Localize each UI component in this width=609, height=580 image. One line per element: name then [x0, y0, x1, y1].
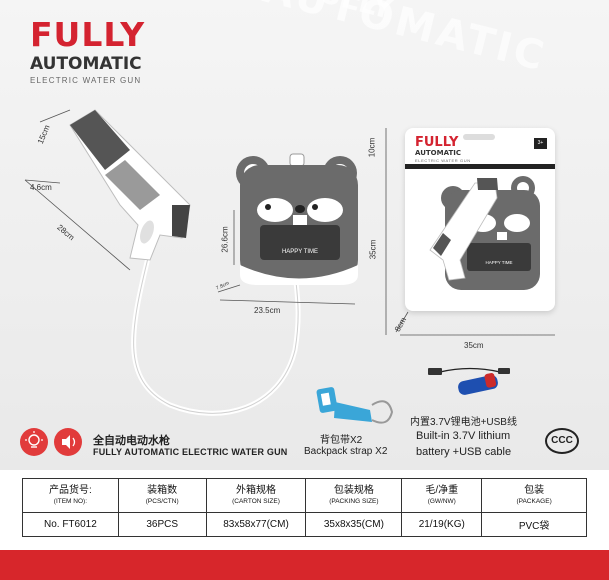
- package-subtitle: AUTOMATIC: [415, 149, 461, 157]
- spec-table: 产品货号:(ITEM NO): 装箱数(PCS/CTN) 外箱规格(CARTON…: [22, 478, 587, 537]
- table-header-cell: 产品货号:(ITEM NO):: [22, 478, 119, 513]
- product-name-cn: 全自动电动水枪: [93, 435, 170, 447]
- light-feature-icon: [20, 428, 48, 456]
- table-header-row: 产品货号:(ITEM NO): 装箱数(PCS/CTN) 外箱规格(CARTON…: [22, 478, 587, 513]
- table-header-cell: 包装规格(PACKING SIZE): [305, 478, 403, 513]
- pcs-ctn-cell: 36PCS: [117, 512, 207, 537]
- battery-label-en-2: battery +USB cable: [416, 446, 512, 458]
- item-no-cell: No. FT6012: [22, 512, 119, 537]
- product-name-en: FULLY AUTOMATIC ELECTRIC WATER GUN: [93, 447, 288, 457]
- water-hose-outline: [133, 249, 299, 414]
- battery-label-cn: 内置3.7V锂电池+USB线: [410, 417, 517, 428]
- product-illustration: HAPPY TIME: [24, 109, 555, 424]
- dim-line-gun-height: [39, 109, 71, 123]
- retail-package: FULLY AUTOMATIC ELECTRIC WATER GUN 3+ HA…: [405, 128, 555, 311]
- dim-line-backpack-depth: [217, 284, 241, 293]
- dim-line-gun-width: [24, 179, 61, 184]
- table-header-cell: 装箱数(PCS/CTN): [117, 478, 207, 513]
- carton-size-cell: 83x58x77(CM): [205, 512, 307, 537]
- water-gun: [69, 109, 191, 261]
- sound-feature-icon: [54, 428, 82, 456]
- package-contents: HAPPY TIME: [429, 176, 540, 290]
- battery-label-en-1: Built-in 3.7V lithium: [416, 430, 511, 442]
- table-header-cell: 外箱规格(CARTON SIZE): [205, 478, 307, 513]
- dim-line-gun-length: [24, 179, 131, 271]
- bottom-red-bar: [0, 550, 609, 580]
- package-label: HAPPY TIME: [485, 260, 512, 265]
- dim-backpack-width: 23.5cm: [254, 306, 281, 315]
- table-header-cell: 毛/净重(GW/NW): [401, 478, 483, 513]
- brand-logo: FULLY AUTOMATIC ELECTRIC WATER GUN: [30, 15, 146, 86]
- battery-usb: [428, 367, 510, 395]
- weight-cell: 21/19(KG): [401, 512, 483, 537]
- packing-size-cell: 35x8x35(CM): [305, 512, 403, 537]
- package-tagline: ELECTRIC WATER GUN: [415, 158, 471, 163]
- table-row: No. FT6012 36PCS 83x58x77(CM) 35x8x35(CM…: [22, 512, 587, 537]
- backpack-label: HAPPY TIME: [282, 249, 318, 255]
- dim-line-backpack-width: [219, 299, 356, 305]
- ccc-cert-icon: CCC: [545, 428, 579, 454]
- hang-hole: [463, 134, 495, 140]
- dim-line-package-depth: [395, 311, 409, 333]
- dim-package-top: 10cm: [367, 137, 377, 158]
- lightbulb-icon: [25, 431, 43, 448]
- strap-label-en: Backpack strap X2: [304, 446, 388, 457]
- dim-backpack-height: 26.6cm: [220, 226, 230, 253]
- package-strip: [405, 164, 555, 169]
- package-type-cell: PVC袋: [481, 512, 587, 537]
- dim-package-width: 35cm: [464, 341, 484, 350]
- brand-subtitle: AUTOMATIC: [30, 54, 142, 74]
- brand-title: FULLY: [30, 15, 146, 54]
- bear-backpack: HAPPY TIME: [236, 153, 358, 285]
- speaker-icon: [62, 435, 76, 449]
- age-badge: 3+: [534, 138, 547, 149]
- backpack-strap: [316, 387, 394, 424]
- dim-package-height: 35cm: [368, 239, 378, 260]
- package-title: FULLY: [415, 135, 459, 150]
- strap-label-cn: 背包带X2: [320, 435, 363, 446]
- table-header-cell: 包装(PACKAGE): [481, 478, 587, 513]
- dim-gun-width: 4.6cm: [30, 183, 52, 192]
- brand-tagline: ELECTRIC WATER GUN: [30, 76, 142, 85]
